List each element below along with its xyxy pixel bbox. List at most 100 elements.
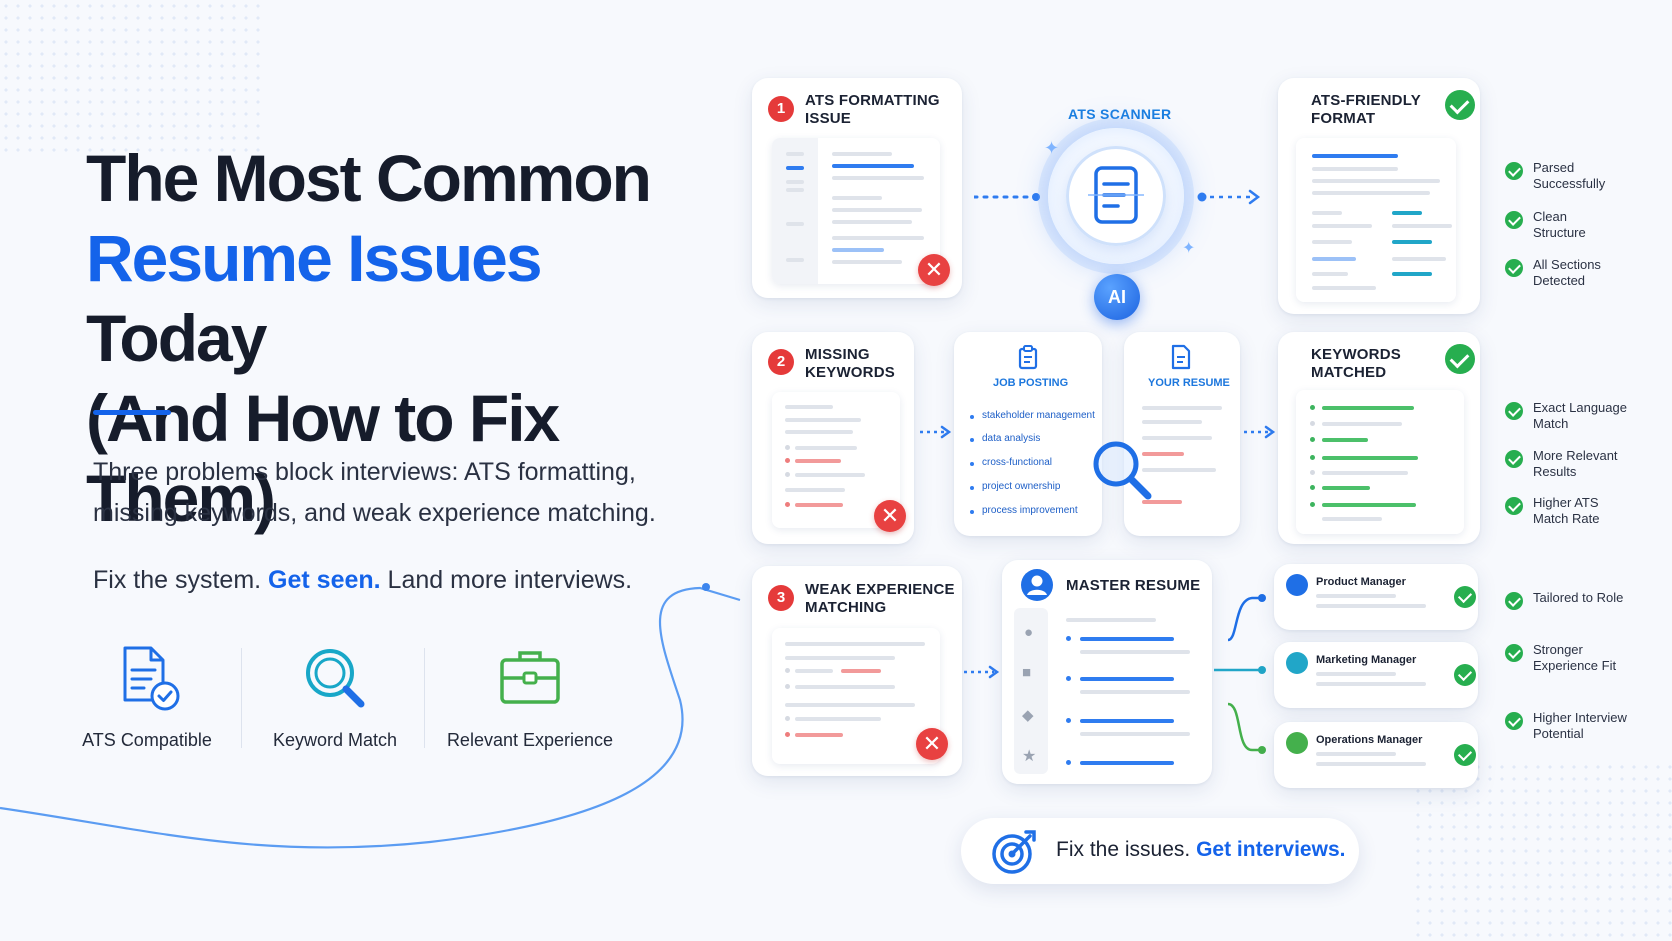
resume-line xyxy=(1312,224,1372,228)
benefit-line: All Sections xyxy=(1533,257,1601,272)
feature-label: Keyword Match xyxy=(272,730,398,750)
role-title: Operations Manager xyxy=(1316,734,1423,746)
bullet xyxy=(785,716,790,721)
resume-preview xyxy=(1296,390,1464,534)
fix-title-line: FORMAT xyxy=(1311,110,1376,127)
resume-line xyxy=(795,685,895,689)
check-icon xyxy=(1505,592,1523,610)
feature-keyword-match: Keyword Match xyxy=(262,642,408,752)
benefit-line: Successfully xyxy=(1533,176,1606,191)
bullet xyxy=(1310,470,1315,475)
headline-highlight: Resume Issues xyxy=(86,221,543,295)
resume-line xyxy=(785,488,845,492)
footer-text: Fix the issues. Get interviews. xyxy=(1056,838,1345,862)
divider xyxy=(424,648,425,748)
keyword-item: project ownership xyxy=(969,481,1061,492)
resume-line xyxy=(786,258,804,262)
resume-line xyxy=(1142,452,1184,456)
job-posting-title: JOB POSTING xyxy=(993,377,1069,389)
benefit-line: Higher Interview xyxy=(1533,710,1627,725)
resume-line xyxy=(795,669,833,673)
issue-title-line: ATS FORMATTING xyxy=(805,92,940,109)
bullet xyxy=(1310,437,1315,442)
check-icon xyxy=(1505,162,1523,180)
resume-line xyxy=(1392,224,1452,228)
resume-line xyxy=(1322,456,1418,460)
benefit-line: Exact Language xyxy=(1533,400,1627,415)
resume-line xyxy=(832,260,902,264)
sparkle-icon: ✦ xyxy=(1182,240,1196,257)
resume-line xyxy=(1142,436,1212,440)
resume-line xyxy=(786,188,804,192)
resume-line xyxy=(832,236,924,240)
headline: The Most Common Resume Issues Today (And… xyxy=(86,138,726,538)
feature-relevant-experience: Relevant Experience xyxy=(440,642,620,752)
decorative-flow-line xyxy=(0,583,741,849)
footer-pill xyxy=(961,818,1359,884)
resume-line xyxy=(1392,257,1446,261)
user-avatar-icon xyxy=(1021,569,1053,601)
resume-preview xyxy=(1296,138,1456,302)
bullet xyxy=(1066,636,1071,641)
resume-line xyxy=(1322,471,1408,475)
benefit-line: Clean xyxy=(1533,209,1567,224)
ats-document-check-icon xyxy=(123,646,180,711)
issue-number-badge: 2 xyxy=(768,349,794,375)
resume-line xyxy=(1322,517,1382,521)
benefit-line: Potential xyxy=(1533,726,1584,741)
resume-line xyxy=(1080,719,1174,723)
document-icon xyxy=(1171,344,1191,370)
person-icon: ● xyxy=(1024,624,1034,641)
benefit-line: Experience Fit xyxy=(1533,658,1617,673)
resume-line xyxy=(1080,690,1190,694)
feature-ats-compatible: ATS Compatible xyxy=(72,642,222,752)
resume-line xyxy=(795,446,857,450)
resume-line xyxy=(786,222,804,226)
resume-line xyxy=(1316,682,1426,686)
resume-line xyxy=(1312,191,1430,195)
resume-line xyxy=(1392,272,1432,276)
headline-line-2-rest: Today xyxy=(86,301,267,375)
benefit-line: Match xyxy=(1533,416,1569,431)
resume-line xyxy=(832,208,922,212)
resume-line xyxy=(786,180,804,184)
keyword-item: data analysis xyxy=(969,433,1041,444)
target-icon xyxy=(992,830,1036,874)
resume-line xyxy=(785,418,861,422)
fix-title-line: KEYWORDS xyxy=(1311,346,1401,363)
job-posting-card xyxy=(954,332,1102,536)
tagline-part-1: Fix the system. xyxy=(93,566,269,594)
bullet xyxy=(1066,676,1071,681)
issue-title-line: MISSING xyxy=(805,346,870,363)
resume-line xyxy=(1080,637,1174,641)
resume-preview-sidebar xyxy=(772,138,818,284)
success-check-icon xyxy=(1445,90,1475,120)
resume-line xyxy=(832,164,914,168)
benefit-line: Higher ATS xyxy=(1533,495,1599,510)
flow-arrow-dotted xyxy=(1197,189,1261,205)
resume-line xyxy=(785,642,925,646)
bullet xyxy=(785,684,790,689)
role-title: Product Manager xyxy=(1316,576,1406,588)
resume-line xyxy=(1312,240,1352,244)
avatar xyxy=(1286,574,1308,596)
benefit-line: Structure xyxy=(1533,225,1586,240)
resume-line xyxy=(1080,650,1190,654)
star-icon: ★ xyxy=(1022,748,1037,765)
resume-line xyxy=(841,669,881,673)
issue-number-badge: 1 xyxy=(768,96,794,122)
resume-line xyxy=(786,166,804,170)
magnifier-icon xyxy=(306,649,365,708)
check-icon xyxy=(1505,712,1523,730)
error-x-icon: ✕ xyxy=(916,728,948,760)
